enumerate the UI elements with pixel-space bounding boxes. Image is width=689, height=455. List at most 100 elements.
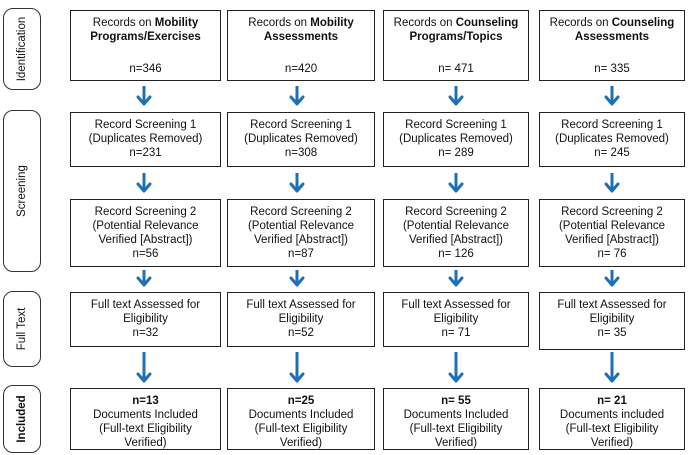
box-line: Documents included <box>559 409 665 421</box>
fulltext-box: Full text Assessed for Eligibility n=32 <box>70 292 221 347</box>
record-count: n=346 <box>129 63 162 75</box>
box-line: Verified) <box>590 437 634 449</box>
box-line: Full text Assessed for <box>557 299 667 311</box>
box-line: Documents Included <box>93 409 198 421</box>
box-line: Eligibility <box>589 313 635 325</box>
title-prefix: Records on <box>92 17 155 29</box>
included-box: n= 21 Documents included (Full-text Elig… <box>539 388 685 450</box>
box-line: (Full-text Eligibility <box>99 423 192 435</box>
record-count: n=13 <box>132 395 159 407</box>
record-count: n= 126 <box>438 248 474 260</box>
record-count: n=32 <box>132 327 159 339</box>
down-arrow-icon <box>448 270 464 287</box>
box-line: Verified [Abstract]) <box>254 234 348 246</box>
record-count: n= 471 <box>438 63 474 75</box>
box-line: Documents Included <box>248 409 354 421</box>
record-count: n= 71 <box>441 327 471 339</box>
identification-box: Records on Mobility Assessments n=420 <box>227 10 375 81</box>
box-line: (Full-text Eligibility <box>254 423 348 435</box>
record-count: n= 245 <box>594 147 630 159</box>
box-line: Verified [Abstract]) <box>565 234 659 246</box>
down-arrow-icon <box>289 270 305 287</box>
record-count: n=308 <box>284 147 318 159</box>
record-count: n=56 <box>132 248 159 260</box>
phase-full-text: Full Text <box>3 291 41 367</box>
down-arrow-icon <box>289 173 305 193</box>
box-line: (Full-text Eligibility <box>409 423 503 435</box>
down-arrow-icon <box>604 270 620 287</box>
title-bold-line: Assessments <box>574 31 650 43</box>
title-bold: Mobility <box>310 17 354 29</box>
title-bold: Counseling <box>455 17 519 29</box>
screening1-box: Record Screening 1 (Duplicates Removed) … <box>539 112 685 167</box>
included-box: n=25 Documents Included (Full-text Eligi… <box>227 388 375 450</box>
down-arrow-icon <box>448 173 464 193</box>
title-bold-line: Programs/Topics <box>409 31 503 43</box>
box-line: (Duplicates Removed) <box>555 133 669 145</box>
down-arrow-icon <box>604 86 620 106</box>
box-line: Record Screening 2 <box>405 206 507 218</box>
box-line: Eligibility <box>278 313 324 325</box>
box-line: (Potential Relevance <box>558 220 666 232</box>
title-bold-line: Assessments <box>263 31 339 43</box>
box-title-line: Records on Counseling <box>540 16 684 30</box>
phase-included: Included <box>3 385 41 453</box>
screening2-box: Record Screening 2 (Potential Relevance … <box>383 199 529 267</box>
box-line: Record Screening 1 <box>405 119 507 131</box>
down-arrow-icon <box>604 173 620 193</box>
included-box: n= 55 Documents Included (Full-text Elig… <box>383 388 529 450</box>
identification-box: Records on Counseling Assessments n= 335 <box>539 10 685 81</box>
box-line: Record Screening 1 <box>94 119 197 131</box>
box-title-line: Records on Counseling <box>384 16 528 30</box>
down-arrow-icon <box>448 352 464 383</box>
record-count: n=52 <box>288 327 314 339</box>
identification-box: Records on Counseling Programs/Topics n=… <box>383 10 529 81</box>
box-line: Eligibility <box>123 313 168 325</box>
phase-screening: Screening <box>3 110 41 272</box>
title-bold-line: Programs/Exercises <box>90 31 201 43</box>
box-line: Full text Assessed for <box>246 299 356 311</box>
screening1-box: Record Screening 1 (Duplicates Removed) … <box>383 112 529 167</box>
fulltext-box: Full text Assessed for Eligibility n= 35 <box>539 292 685 350</box>
box-line: Verified [Abstract]) <box>409 234 503 246</box>
box-line: (Potential Relevance <box>247 220 355 232</box>
record-count: n=420 <box>284 63 318 75</box>
box-line: Verified [Abstract]) <box>98 234 193 246</box>
box-line: Verified) <box>279 437 323 449</box>
box-line: Full text Assessed for <box>90 299 201 311</box>
record-count: n= 21 <box>597 395 627 407</box>
box-line: Record Screening 2 <box>561 206 663 218</box>
down-arrow-icon <box>448 86 464 106</box>
screening2-box: Record Screening 2 (Potential Relevance … <box>539 199 685 267</box>
record-count: n=231 <box>129 147 162 159</box>
down-arrow-icon <box>289 86 305 106</box>
box-line: Documents Included <box>403 409 509 421</box>
down-arrow-icon <box>136 352 152 383</box>
box-line: Record Screening 1 <box>561 119 663 131</box>
box-line: (Duplicates Removed) <box>399 133 513 145</box>
included-box: n=13 Documents Included (Full-text Eligi… <box>70 388 221 450</box>
screening2-box: Record Screening 2 (Potential Relevance … <box>227 199 375 267</box>
record-count: n= 55 <box>441 395 471 407</box>
box-line: (Full-text Eligibility <box>565 423 659 435</box>
record-count: n=25 <box>287 395 315 407</box>
box-line: (Potential Relevance <box>92 220 199 232</box>
record-count: n= 289 <box>438 147 474 159</box>
title-prefix: Records on <box>393 17 456 29</box>
title-prefix: Records on <box>248 17 311 29</box>
box-line: (Duplicates Removed) <box>88 133 203 145</box>
down-arrow-icon <box>289 352 305 383</box>
fulltext-box: Full text Assessed for Eligibility n=52 <box>227 292 375 347</box>
box-line: Eligibility <box>433 313 479 325</box>
record-count: n=87 <box>288 248 314 260</box>
box-line: Record Screening 2 <box>94 206 197 218</box>
box-line: Full text Assessed for <box>401 299 511 311</box>
title-bold: Counseling <box>611 17 675 29</box>
identification-box: Records on Mobility Programs/Exercises n… <box>70 10 221 81</box>
box-title-line: Records on Mobility <box>71 16 220 30</box>
box-line: Verified) <box>124 437 167 449</box>
box-line: Record Screening 2 <box>250 206 352 218</box>
record-count: n= 335 <box>594 63 630 75</box>
screening1-box: Record Screening 1 (Duplicates Removed) … <box>227 112 375 167</box>
